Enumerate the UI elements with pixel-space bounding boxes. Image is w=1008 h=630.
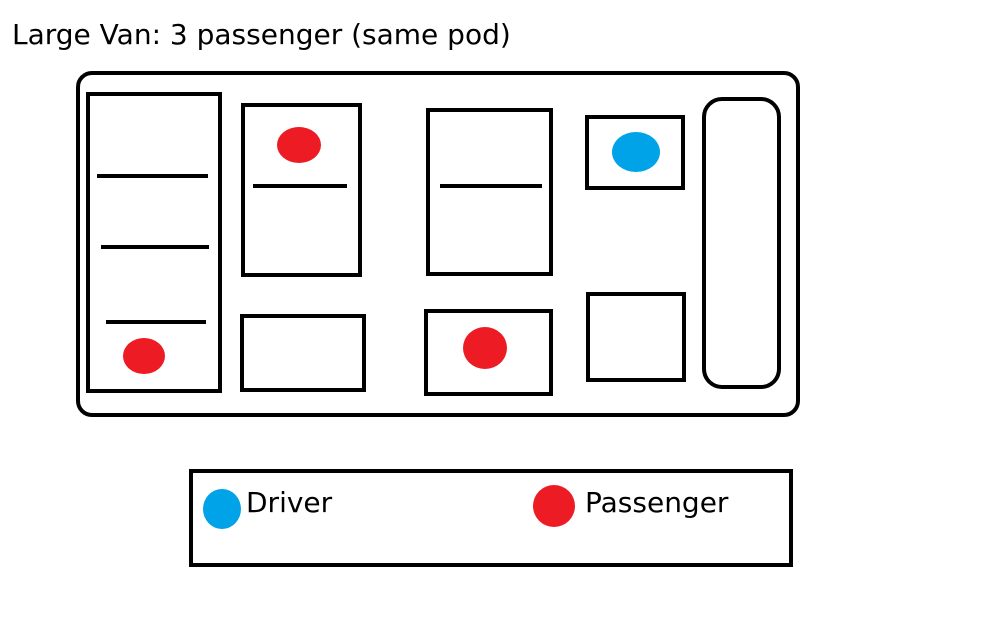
legend-passenger-marker — [533, 485, 575, 527]
seat-row3-top — [426, 108, 553, 276]
diagram-title: Large Van: 3 passenger (same pod) — [12, 18, 511, 51]
legend-box — [189, 469, 793, 567]
legend-passenger-label: Passenger — [585, 486, 729, 519]
van-body — [76, 71, 800, 417]
front-passenger-seat — [586, 292, 686, 382]
passenger-marker — [277, 127, 321, 163]
driver-seat — [585, 115, 685, 190]
seat-row3-bottom — [424, 309, 553, 396]
driver-marker — [612, 132, 660, 172]
dashboard — [702, 97, 781, 389]
seat-row2-top — [241, 103, 362, 277]
legend-driver-marker — [203, 489, 241, 529]
passenger-marker — [463, 327, 507, 369]
seat-row2-bottom — [240, 314, 366, 392]
back-bench — [86, 92, 222, 393]
legend-driver-label: Driver — [246, 486, 333, 519]
passenger-marker — [123, 338, 165, 374]
